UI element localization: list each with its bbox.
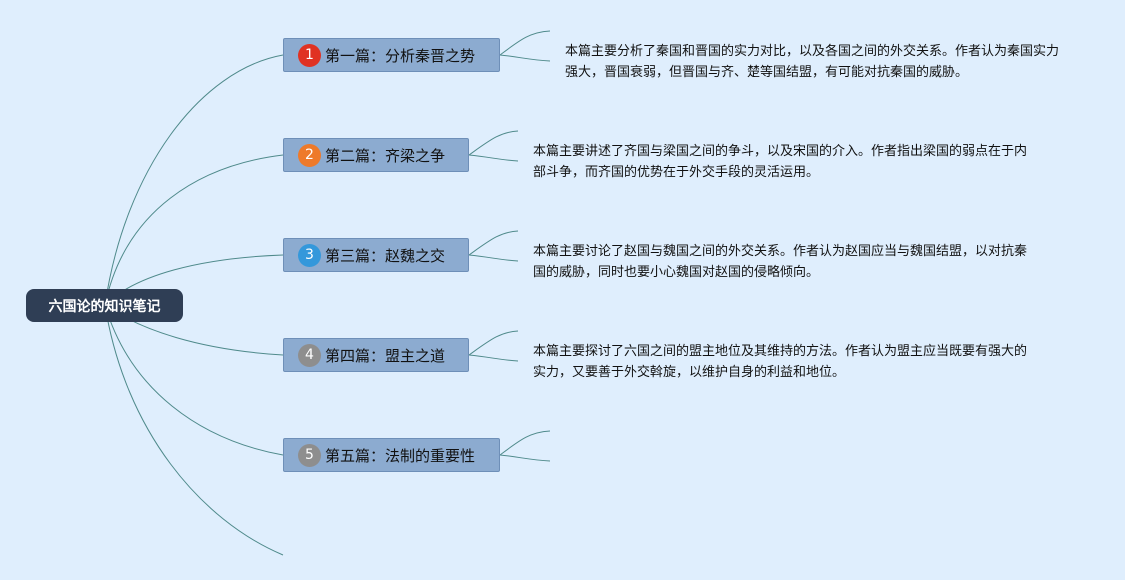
- priority-5-icon: 5: [298, 443, 321, 467]
- connector-root-topic-2: [104, 154, 284, 306]
- topic-chapter-5[interactable]: 5 第五篇：法制的重要性: [283, 438, 500, 472]
- topic-chapter-4[interactable]: 4 第四篇：盟主之道: [283, 338, 469, 372]
- chapter-1-summary: 本篇主要分析了秦国和晋国的实力对比，以及各国之间的外交关系。作者认为秦国实力强大…: [565, 44, 1060, 80]
- connector-topic-5-upper: [499, 430, 551, 456]
- connector-topic-2-upper: [468, 130, 519, 156]
- priority-4-icon: 4: [298, 343, 321, 367]
- topic-label: 第三篇：赵魏之交: [325, 246, 446, 265]
- chapter-2-summary: 本篇主要讲述了齐国与梁国之间的争斗，以及宋国的介入。作者指出梁国的弱点在于内部斗…: [533, 144, 1028, 180]
- root-topic[interactable]: 六国论的知识笔记: [26, 289, 183, 322]
- topic-label: 第四篇：盟主之道: [325, 346, 446, 365]
- topic-label: 第一篇：分析秦晋之势: [325, 46, 476, 65]
- connector-topic-1-lower: [499, 54, 551, 62]
- connector-topic-2-lower: [468, 154, 519, 162]
- root-topic-label: 六国论的知识笔记: [48, 298, 161, 315]
- connector-root-extra: [104, 304, 284, 556]
- chapter-3-summary: 本篇主要讨论了赵国与魏国之间的外交关系。作者认为赵国应当与魏国结盟，以对抗秦国的…: [533, 244, 1028, 280]
- connector-topic-3-lower: [468, 254, 519, 262]
- priority-2-icon: 2: [298, 143, 321, 167]
- connector-topic-5-lower: [499, 454, 551, 462]
- connector-root-topic-1: [104, 54, 284, 306]
- priority-3-icon: 3: [298, 243, 321, 267]
- connector-topic-1-upper: [499, 30, 551, 56]
- topic-chapter-2[interactable]: 2 第二篇：齐梁之争: [283, 138, 469, 172]
- connector-topic-3-upper: [468, 230, 519, 256]
- topic-chapter-1[interactable]: 1 第一篇：分析秦晋之势: [283, 38, 500, 72]
- topic-label: 第五篇：法制的重要性: [325, 446, 476, 465]
- topic-chapter-3[interactable]: 3 第三篇：赵魏之交: [283, 238, 469, 272]
- connector-topic-4-lower: [468, 354, 519, 362]
- connector-topic-4-upper: [468, 330, 519, 356]
- topic-label: 第二篇：齐梁之争: [325, 146, 446, 165]
- chapter-4-summary: 本篇主要探讨了六国之间的盟主地位及其维持的方法。作者认为盟主应当既要有强大的实力…: [533, 344, 1028, 380]
- connector-root-topic-5: [104, 304, 284, 456]
- priority-1-icon: 1: [298, 43, 321, 67]
